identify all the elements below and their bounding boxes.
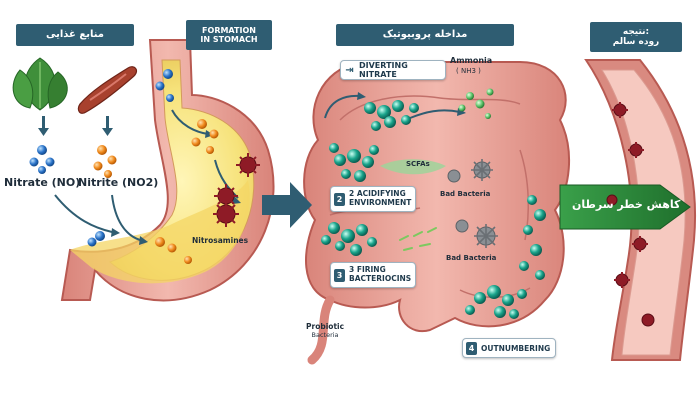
spinach-leaf-icon bbox=[12, 57, 68, 111]
scfas-label: SCFAs bbox=[406, 160, 430, 168]
nitrosamines-label: Nitrosamines bbox=[192, 236, 249, 245]
nitrate-label: Nitrate (NO) bbox=[4, 176, 81, 189]
nitrite-molecules bbox=[93, 119, 219, 264]
transfer-arrow bbox=[262, 182, 312, 228]
header-probiotic-intake: مداخله پروبیوتیک bbox=[336, 24, 514, 46]
result-banner-text: کاهش خطر سرطان bbox=[572, 198, 681, 211]
step-outnumbering: 4 OUTNUMBERING bbox=[462, 338, 556, 358]
probiotic-bacteria-label: Probiotic Bacteria bbox=[306, 322, 345, 340]
step-2-badge: 2 bbox=[334, 192, 345, 206]
bad-bacteria-label-1: Bad Bacteria bbox=[440, 190, 491, 198]
bad-bacteria-label-2: Bad Bacteria bbox=[446, 254, 497, 262]
nh3-label: ( NH3 ) bbox=[456, 67, 481, 75]
stomach bbox=[60, 39, 275, 302]
step-firing-bacteriocins: 3 3 FIRING BACTERIOCINS bbox=[330, 262, 416, 288]
ammonia-label: Ammonia bbox=[450, 56, 493, 65]
flow-arrows bbox=[54, 94, 461, 241]
sausage-icon bbox=[77, 66, 138, 114]
step-4-badge: 4 bbox=[466, 341, 477, 355]
pathogen-spikes bbox=[213, 102, 648, 288]
probiotic-bacteria bbox=[321, 100, 546, 319]
step-1-badge: ⇥ bbox=[344, 63, 355, 77]
step-diverting-nitrate: ⇥ DIVERTING NITRATE bbox=[340, 60, 446, 80]
bad-bacteria-spikes bbox=[471, 159, 498, 248]
step-acidifying: 2 2 ACIDIFYING ENVIRONMENT bbox=[330, 186, 416, 212]
step-3-badge: 3 bbox=[334, 268, 345, 282]
header-food-sources: منابع غذایی bbox=[16, 24, 134, 46]
header-result: نتیجه: روده سالم bbox=[590, 22, 682, 52]
nitrate-molecules bbox=[29, 69, 174, 247]
nitrite-label: Nitrite (NO2) bbox=[78, 176, 159, 189]
header-formation: FORMATION IN STOMACH bbox=[186, 20, 272, 50]
bacteriocin-streams bbox=[399, 227, 437, 251]
food-arrows bbox=[38, 116, 113, 136]
ammonia-molecules bbox=[458, 88, 494, 119]
result-banner-arrow bbox=[559, 184, 691, 230]
scfa-cloud bbox=[380, 159, 446, 175]
